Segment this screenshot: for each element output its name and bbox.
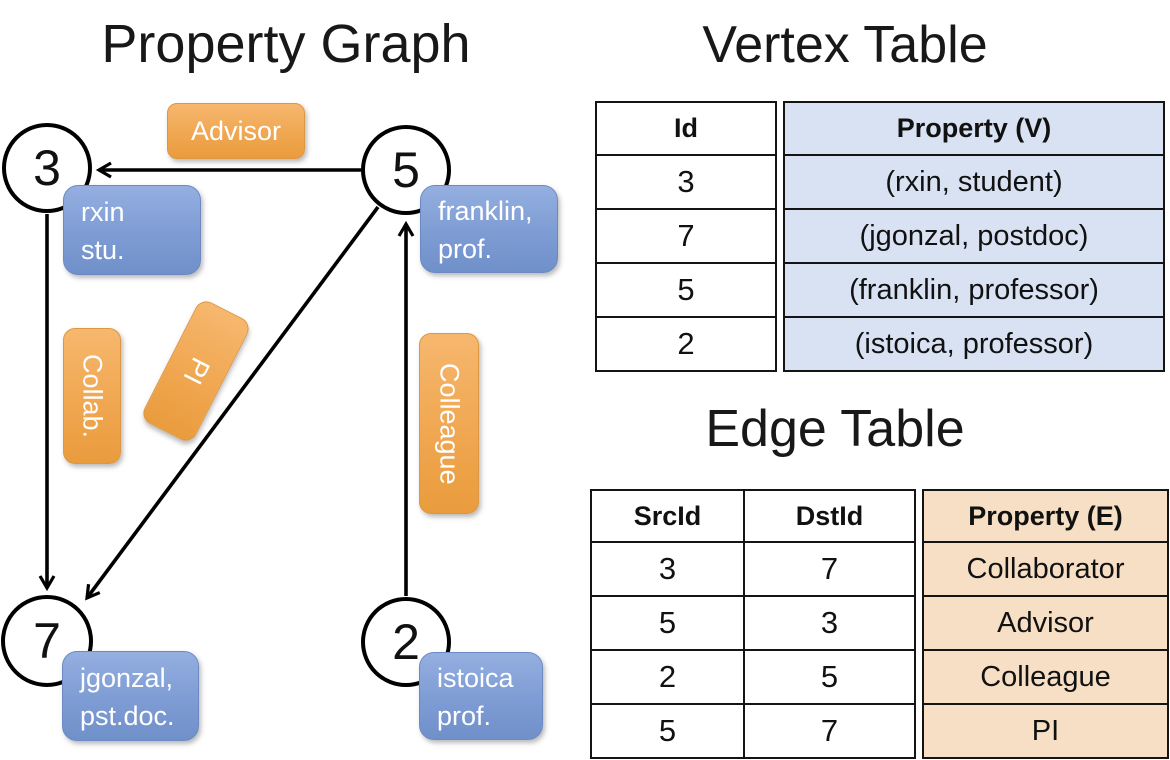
- property-box-jgonzal-line2: pst.doc.: [80, 701, 175, 731]
- vertex-table-property-column: Property (V) (rxin, student) (jgonzal, p…: [783, 101, 1165, 372]
- table-row: 2 5: [590, 649, 916, 705]
- edge-5-to-7: [85, 205, 380, 601]
- edge-label-advisor: Advisor: [167, 103, 305, 159]
- table-row: Collaborator: [922, 541, 1169, 597]
- table-row: (franklin, professor): [783, 262, 1165, 318]
- table-row: Colleague: [922, 649, 1169, 705]
- vertex-id-header: Id: [595, 101, 777, 156]
- table-row: (rxin, student): [783, 154, 1165, 210]
- edge-label-pi-text: PI: [177, 353, 216, 390]
- table-row: 2: [595, 316, 777, 372]
- vertex-property-header: Property (V): [783, 101, 1165, 156]
- table-row: 3: [595, 154, 777, 210]
- property-box-franklin-line2: prof.: [438, 234, 493, 264]
- property-box-jgonzal: jgonzal, pst.doc.: [62, 651, 199, 741]
- property-box-istoica-line1: istoica: [437, 662, 514, 693]
- edge-table: SrcId DstId 3 7 5 3 2 5 5 7 Property (E)…: [590, 489, 1169, 759]
- edge-table-id-columns: SrcId DstId 3 7 5 3 2 5 5 7: [590, 489, 916, 759]
- edge-property-header: Property (E): [922, 489, 1169, 543]
- node-2-id: 2: [392, 614, 420, 670]
- property-box-franklin-line1: franklin,: [438, 195, 533, 226]
- table-row: (jgonzal, postdoc): [783, 208, 1165, 264]
- node-2: 2: [361, 597, 451, 687]
- vertex-table-title: Vertex Table: [702, 16, 988, 74]
- property-graph-title: Property Graph: [101, 14, 471, 74]
- property-box-rxin-line1: rxin: [81, 196, 125, 227]
- table-row: 5 7: [590, 703, 916, 759]
- table-row: 5 3: [590, 595, 916, 651]
- table-row: 3 7: [590, 541, 916, 597]
- property-box-istoica: istoica prof.: [419, 652, 543, 740]
- edge-table-property-column: Property (E) Collaborator Advisor Collea…: [922, 489, 1169, 759]
- property-box-franklin: franklin, prof.: [420, 185, 558, 273]
- vertex-table-id-column: Id 3 7 5 2: [595, 101, 777, 372]
- table-row: 5: [595, 262, 777, 318]
- node-5-id: 5: [392, 142, 420, 198]
- node-3-id: 3: [33, 140, 61, 196]
- node-5: 5: [361, 125, 451, 215]
- edge-dstid-header: DstId: [743, 489, 916, 543]
- table-row: PI: [922, 703, 1169, 759]
- edge-label-collab-text: Collab.: [77, 353, 108, 439]
- node-7-id: 7: [33, 613, 61, 669]
- property-box-rxin: rxin stu.: [63, 185, 201, 275]
- vertex-table: Id 3 7 5 2 Property (V) (rxin, student) …: [595, 101, 1165, 372]
- table-row: Advisor: [922, 595, 1169, 651]
- edge-table-title: Edge Table: [705, 400, 965, 458]
- edge-label-advisor-text: Advisor: [190, 115, 282, 146]
- property-box-jgonzal-line1: jgonzal,: [80, 662, 174, 693]
- property-box-istoica-line2: prof.: [437, 701, 492, 731]
- graph-edges: [38, 161, 415, 601]
- edge-srcid-header: SrcId: [590, 489, 745, 543]
- edge-label-colleague-text: Colleague: [434, 362, 465, 485]
- table-row: (istoica, professor): [783, 316, 1165, 372]
- property-box-rxin-line2: stu.: [81, 235, 125, 265]
- table-row: 7: [595, 208, 777, 264]
- edge-label-colleague: Colleague: [419, 333, 479, 514]
- edge-label-collab: Collab.: [63, 328, 121, 464]
